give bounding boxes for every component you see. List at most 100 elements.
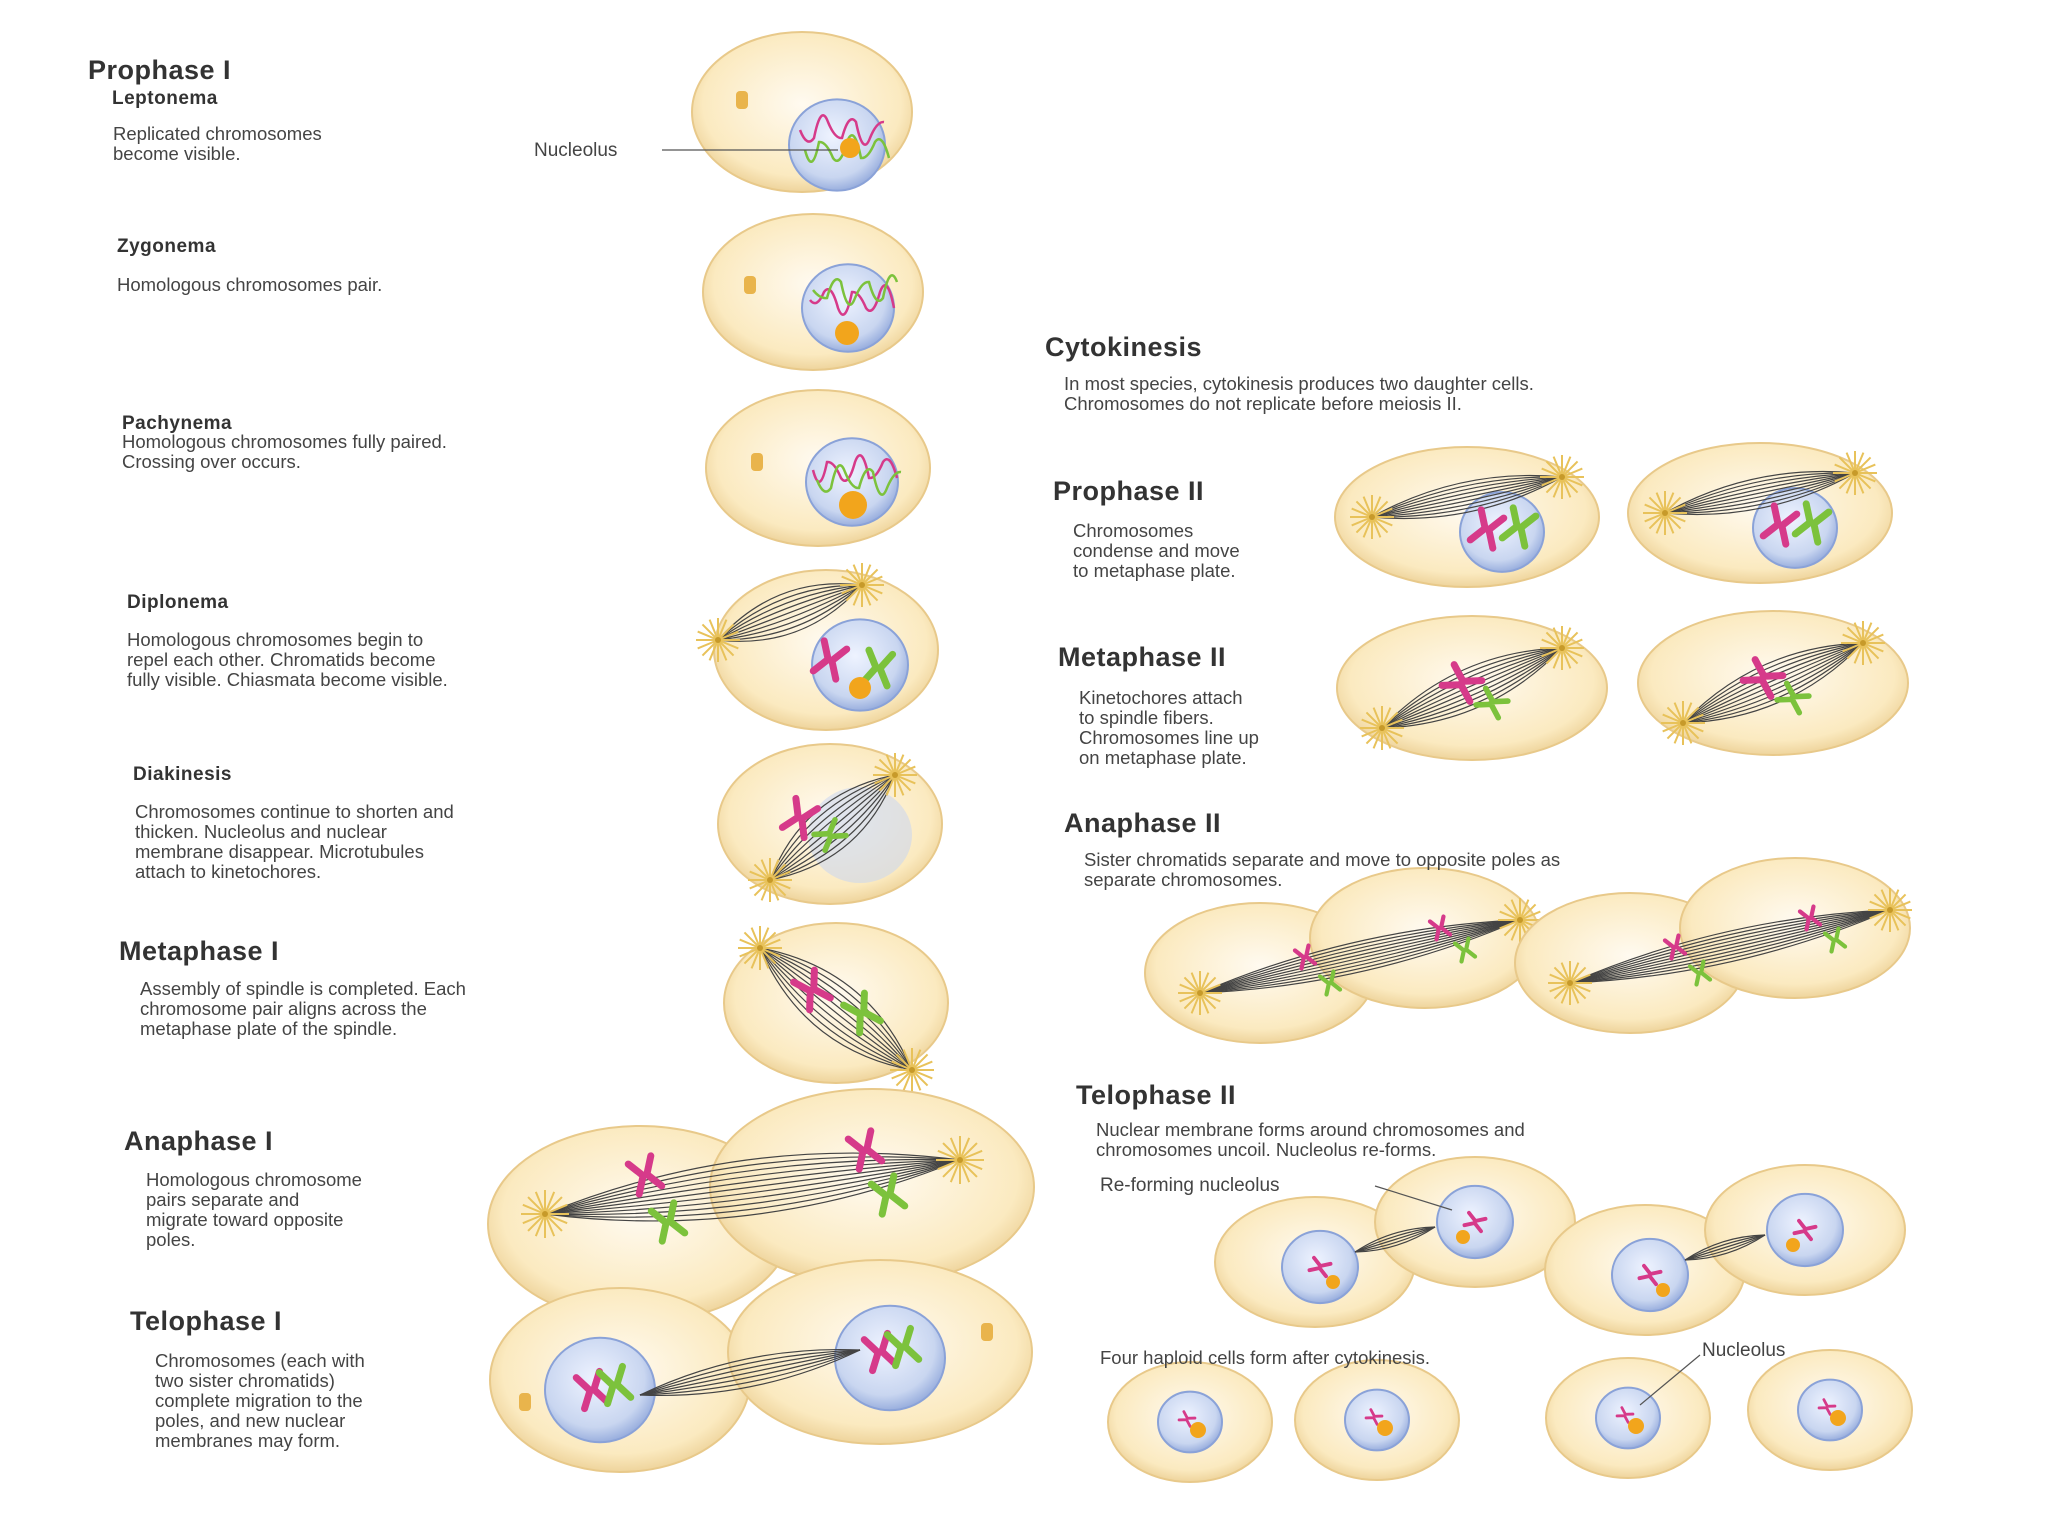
zygonema-chromosomes-green	[812, 274, 899, 306]
metaphase-ii-title: Metaphase II	[1058, 642, 1227, 672]
cytokinesis-desc: In most species, cytokinesis produces tw…	[1064, 373, 1534, 414]
anaphase-ii-chromosome-green-b-right	[1822, 926, 1848, 954]
metaphase-i-chromosome-green	[840, 989, 884, 1037]
anaphase-i-chromosome-pink-left	[624, 1152, 666, 1198]
prophase-i-title: Prophase I	[88, 55, 232, 85]
metaphase-ii-chromosome-pink-left	[1438, 661, 1486, 705]
metaphase-i-desc: Assembly of spindle is completed. Each c…	[140, 978, 466, 1039]
telophase-i-chromosome-pink-right	[860, 1329, 900, 1375]
anaphase-i-aster-left	[521, 1190, 569, 1238]
leptonema-nucleus	[788, 98, 886, 192]
telophase-ii-spindle-remnant-left	[1354, 1226, 1436, 1253]
anaphase-i-chromosome-green-right	[867, 1172, 909, 1218]
reforming-nucleolus-pointer	[1374, 1185, 1453, 1211]
nucleolus-label-haploid: Nucleolus	[1702, 1340, 1786, 1361]
diakinesis-chromosome-green	[811, 816, 849, 854]
metaphase-ii-aster-right-left	[1540, 626, 1584, 670]
diplonema-chromosome-pink	[809, 637, 851, 683]
anaphase-ii-chromosome-green-a-right	[1687, 959, 1713, 987]
anaphase-ii-aster-left-left	[1178, 971, 1222, 1015]
haploid-nucleus-1	[1157, 1390, 1223, 1454]
haploid-nucleolus-1	[1190, 1422, 1206, 1438]
metaphase-i-aster-right	[890, 1048, 934, 1092]
prophase-ii-spindle-right	[1664, 470, 1856, 516]
telophase-i-title: Telophase I	[130, 1306, 283, 1336]
leptonema-centrosome	[736, 91, 748, 109]
diakinesis-chromosome-pink	[778, 794, 822, 842]
anaphase-ii-chromosome-pink-b-left	[1427, 914, 1453, 942]
anaphase-ii-chromosome-green-a-left	[1317, 969, 1343, 997]
haploid-desc: Four haploid cells form after cytokinesi…	[1100, 1347, 1431, 1368]
diplonema-aster-right	[840, 563, 884, 607]
nucleolus-label-leptonema: Nucleolus	[534, 140, 618, 161]
telophase-ii-chromosome-pink-a-right	[1637, 1263, 1663, 1287]
prophase-ii-aster-right-left	[1540, 455, 1584, 499]
telophase-ii-chromosome-pink-a-left	[1307, 1255, 1333, 1279]
telophase-i-centrosome-left	[519, 1393, 531, 1411]
leptonema-title: Leptonema	[112, 88, 218, 109]
pachynema-nucleus	[805, 437, 899, 527]
metaphase-ii-cell-right	[1637, 610, 1909, 756]
anaphase-ii-chromosome-pink-b-right	[1797, 904, 1823, 932]
telophase-ii-chromosome-pink-b-left	[1462, 1210, 1488, 1234]
haploid-nucleus-2	[1344, 1388, 1410, 1452]
diplonema-aster-left	[696, 618, 740, 662]
pachynema-nucleolus	[839, 491, 867, 519]
diakinesis-fading-nucleus	[808, 787, 912, 883]
anaphase-ii-chromosome-green-b-left	[1452, 936, 1478, 964]
diplonema-nucleolus	[849, 677, 871, 699]
diakinesis-title: Diakinesis	[133, 764, 232, 785]
prophase-ii-aster-left-left	[1350, 495, 1394, 539]
diakinesis-desc: Chromosomes continue to shorten and thic…	[135, 801, 454, 882]
haploid-chromosome-1	[1177, 1410, 1197, 1428]
metaphase-ii-chromosome-green-left	[1473, 685, 1511, 721]
prophase-ii-spindle-left	[1371, 474, 1563, 520]
diakinesis-aster-right	[873, 753, 917, 797]
pachynema-chromosomes	[811, 454, 899, 483]
leptonema-desc: Replicated chromosomes become visible.	[113, 123, 322, 164]
telophase-ii-nucleolus-b-left	[1456, 1230, 1470, 1244]
zygonema-desc: Homologous chromosomes pair.	[117, 274, 383, 295]
metaphase-i-aster-left	[738, 926, 782, 970]
haploid-chromosome-2	[1364, 1408, 1384, 1426]
haploid-nucleolus-2	[1377, 1420, 1393, 1436]
zygonema-nucleolus	[835, 321, 859, 345]
metaphase-i-spindle	[759, 947, 913, 1071]
nucleolus-pointer-haploid	[1639, 1354, 1701, 1406]
anaphase-ii-desc: Sister chromatids separate and move to o…	[1084, 849, 1561, 890]
zygonema-centrosome	[744, 276, 756, 294]
haploid-nucleus-3	[1595, 1386, 1661, 1450]
pachynema-centrosome	[751, 453, 763, 471]
telophase-i-centrosome-right	[981, 1323, 993, 1341]
cytokinesis-title: Cytokinesis	[1045, 332, 1203, 362]
metaphase-ii-cell-left	[1336, 615, 1608, 761]
telophase-i-desc: Chromosomes (each with two sister chroma…	[155, 1350, 365, 1451]
pachynema-title: Pachynema	[122, 413, 233, 434]
telophase-ii-title: Telophase II	[1076, 1080, 1237, 1110]
telophase-ii-nucleolus-b-right	[1786, 1238, 1800, 1252]
telophase-i-spindle-remnant	[639, 1348, 861, 1397]
anaphase-ii-aster-left-right	[1548, 961, 1592, 1005]
prophase-ii-aster-right-right	[1833, 451, 1877, 495]
anaphase-ii-chromosome-pink-a-left	[1292, 943, 1318, 971]
leptonema-chromosomes	[798, 114, 885, 146]
anaphase-ii-chromosome-pink-a-right	[1662, 933, 1688, 961]
haploid-chromosome-4	[1817, 1398, 1837, 1416]
prophase-ii-chromosome-pink-right	[1759, 502, 1801, 548]
prophase-ii-chromosome-pink-left	[1466, 506, 1508, 552]
prophase-ii-chromosome-green-right	[1791, 500, 1833, 546]
metaphase-ii-aster-left-right	[1661, 701, 1705, 745]
anaphase-i-title: Anaphase I	[124, 1126, 274, 1156]
prophase-ii-aster-left-right	[1643, 491, 1687, 535]
zygonema-title: Zygonema	[117, 236, 217, 257]
metaphase-ii-aster-left-left	[1360, 706, 1404, 750]
anaphase-ii-spindle-left	[1199, 919, 1521, 994]
telophase-ii-chromosome-pink-b-right	[1792, 1218, 1818, 1242]
telophase-ii-nucleolus-a-right	[1656, 1283, 1670, 1297]
pachynema-chromosomes-green	[815, 464, 902, 496]
telophase-ii-spindle-remnant-right	[1684, 1234, 1766, 1261]
telophase-i-chromosome-green-right	[883, 1324, 923, 1370]
telophase-ii-desc: Nuclear membrane forms around chromosome…	[1096, 1119, 1525, 1160]
metaphase-ii-desc: Kinetochores attach to spindle fibers. C…	[1079, 687, 1259, 768]
